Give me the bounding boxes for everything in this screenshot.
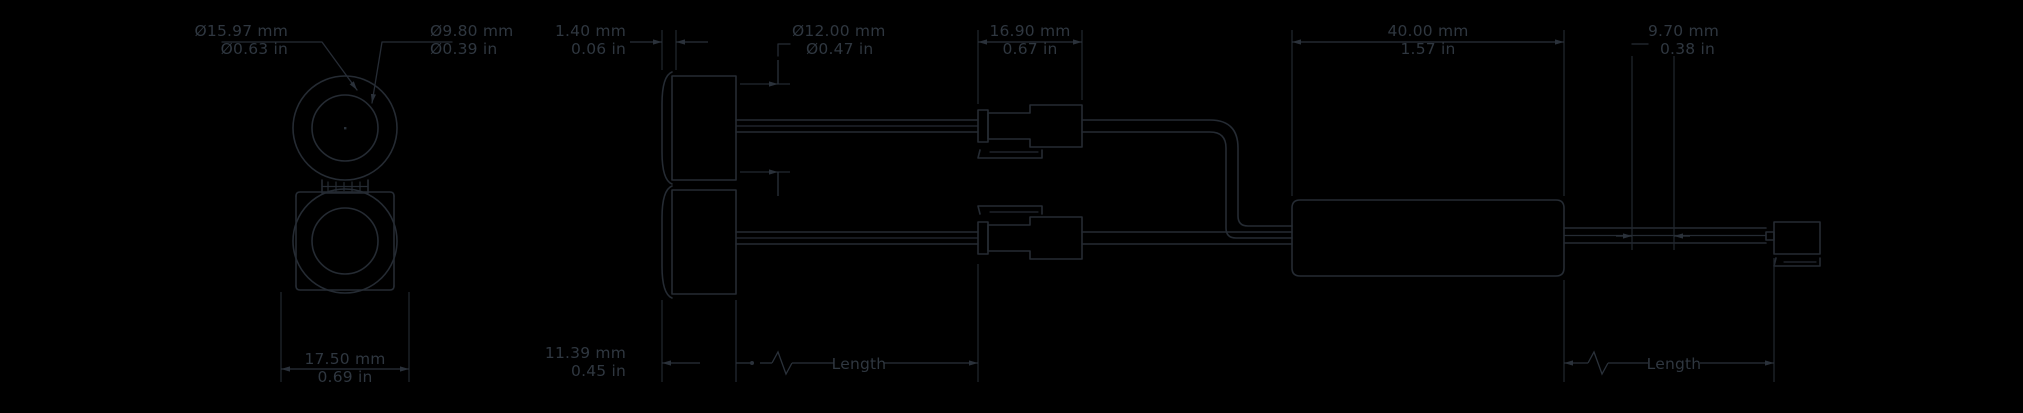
front-view-upper-body [292, 75, 398, 181]
upper-connector [977, 104, 1083, 159]
inner-diameter-in: Ø0.39 in [430, 40, 497, 58]
inner-diameter-mm: Ø9.80 mm [430, 22, 513, 40]
end-connector-length-mm: 9.70 mm [1648, 22, 1719, 40]
lower-branch-group [661, 185, 1293, 299]
module-length-mm: 40.00 mm [1387, 22, 1468, 40]
end-connector-length-in: 0.38 in [1660, 40, 1715, 58]
cable-length-2-dimension [1563, 258, 1775, 382]
front-view-lower-body [292, 188, 398, 294]
connector-length-in: 0.67 in [1003, 40, 1058, 58]
outer-diameter-leader [221, 41, 358, 91]
module-length-in: 1.57 in [1401, 40, 1456, 58]
output-cable-group [1563, 227, 1767, 244]
lower-connector [977, 205, 1083, 260]
housing-depth-dimension [661, 300, 737, 382]
end-connector [1765, 221, 1821, 267]
housing-depth-in: 0.45 in [571, 362, 626, 380]
housing-depth-mm: 11.39 mm [545, 344, 626, 362]
connector-length-dimension [977, 30, 1083, 104]
flange-thickness-dimension [630, 30, 708, 70]
outer-diameter-mm: Ø15.97 mm [195, 22, 289, 40]
front-view-group: Ø15.97 mm Ø0.63 in Ø9.80 mm Ø0.39 in 17.… [195, 22, 514, 386]
connector-length-mm: 16.90 mm [989, 22, 1070, 40]
lower-flange [661, 185, 673, 299]
upper-cable-routed-bottom [1081, 131, 1293, 239]
body-width-in: 0.69 in [318, 368, 373, 386]
upper-branch-group [661, 71, 1293, 239]
module-length-dimension [1291, 30, 1565, 196]
bore-diameter-dimension [740, 43, 791, 196]
body-width-mm: 17.50 mm [304, 350, 385, 368]
side-assembly-view-group [661, 71, 1821, 299]
end-connector-length-dimension [1616, 43, 1690, 250]
module-body [1291, 199, 1565, 277]
lower-housing-body [671, 189, 737, 295]
inner-diameter-leader [370, 41, 453, 104]
cable-length-1-label: Length [832, 355, 887, 373]
bore-diameter-mm: Ø12.00 mm [792, 22, 886, 40]
upper-flange [661, 71, 673, 185]
cable-length-2-label: Length [1647, 355, 1702, 373]
upper-housing-body [671, 75, 737, 181]
center-mark [344, 127, 347, 130]
outer-diameter-in: Ø0.63 in [221, 40, 288, 58]
cable-length-1-dimension [735, 264, 979, 382]
flange-thickness-in: 0.06 in [571, 40, 626, 58]
upper-cable-routed-top [1081, 119, 1293, 227]
bore-diameter-in: Ø0.47 in [806, 40, 873, 58]
body-width-dimension [280, 292, 410, 382]
flange-thickness-mm: 1.40 mm [555, 22, 626, 40]
